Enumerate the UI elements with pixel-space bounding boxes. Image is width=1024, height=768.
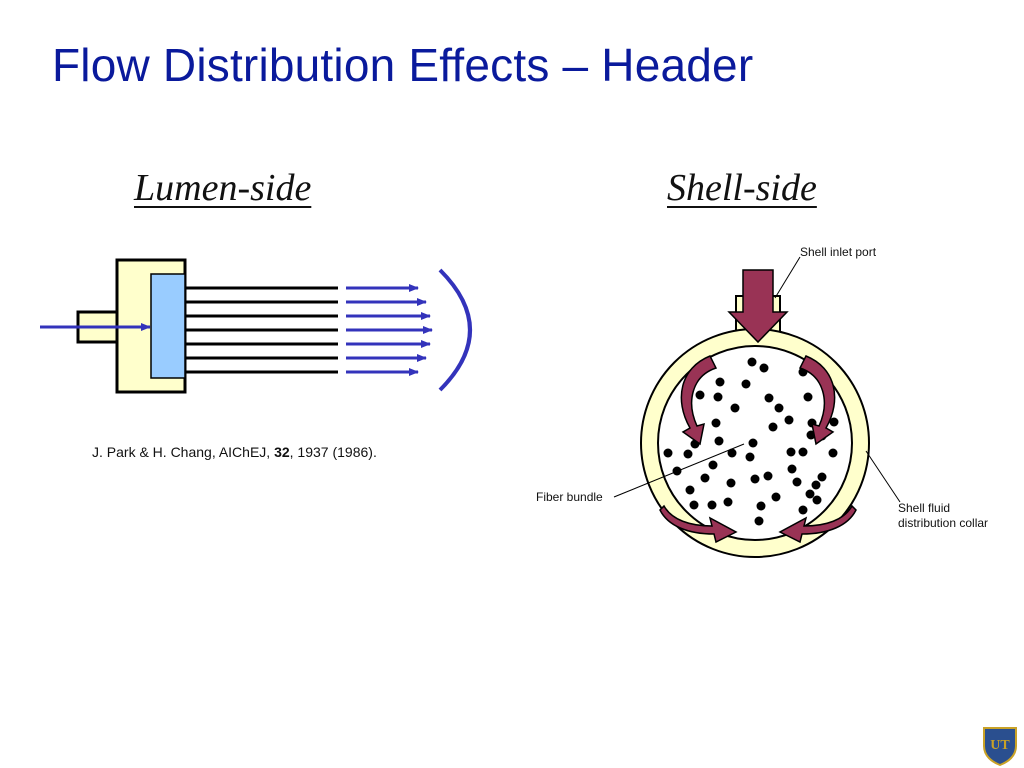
outlet-flow-arrows (346, 284, 433, 376)
university-shield-logo: UT (983, 727, 1017, 766)
collar-label-line2: distribution collar (898, 516, 989, 530)
fiber-dot (689, 500, 699, 510)
tube-sheet-plate (150, 273, 186, 379)
fiber-bundle-label: Fiber bundle (536, 490, 603, 504)
fiber-dot (828, 448, 838, 458)
shell-side-heading: Shell-side (667, 167, 817, 209)
fiber-dot (713, 392, 723, 402)
fiber-dot (750, 474, 760, 484)
collar-label: Shell fluid distribution collar (898, 501, 988, 531)
fiber-dot (756, 501, 766, 511)
citation-prefix: J. Park & H. Chang, AIChEJ, (92, 444, 275, 460)
fiber-dot (792, 477, 802, 487)
fiber-dot (812, 495, 822, 505)
shell-side-diagram (613, 256, 901, 558)
fiber-dot (730, 403, 740, 413)
inlet-leader-line (774, 256, 801, 299)
fiber-dot (768, 422, 778, 432)
fiber-dot (707, 500, 717, 510)
fiber-dot (774, 403, 784, 413)
fiber-dot (798, 447, 808, 457)
fiber-dot (829, 417, 839, 427)
fiber-dot (745, 452, 755, 462)
fiber-dot (748, 438, 758, 448)
fiber-dot (803, 392, 813, 402)
fiber-dot (747, 357, 757, 367)
collar-flow-arrow-upper-right (798, 355, 836, 446)
fiber-dot (787, 464, 797, 474)
shell-inlet-arrow (727, 269, 789, 344)
collar-flow-arrow-upper-left (680, 355, 718, 446)
citation: J. Park & H. Chang, AIChEJ, 32, 1937 (19… (92, 444, 377, 460)
fiber-dot (763, 471, 773, 481)
shell-inlet-port-label: Shell inlet port (800, 245, 877, 259)
fiber-dot (685, 485, 695, 495)
fiber-dot (754, 516, 764, 526)
collar-flow-arrow-lower-right (778, 504, 857, 544)
slide-title: Flow Distribution Effects – Header (52, 39, 754, 91)
logo-text: UT (990, 738, 1010, 753)
fiber-dot (817, 472, 827, 482)
fiber-dot (741, 379, 751, 389)
fiber-dot (811, 480, 821, 490)
fiber-dot (708, 460, 718, 470)
fiber-dot (700, 473, 710, 483)
velocity-profile-curve (438, 268, 472, 392)
collar-label-line1: Shell fluid (898, 501, 951, 515)
fiber-dot (764, 393, 774, 403)
fiber-dot (727, 448, 737, 458)
fiber-dot (759, 363, 769, 373)
fiber-dot (726, 478, 736, 488)
fiber-dot (663, 448, 673, 458)
lumen-side-heading: Lumen-side (134, 167, 312, 209)
fiber-dot (798, 505, 808, 515)
fiber-dot (723, 497, 733, 507)
lumen-side-diagram (40, 258, 472, 394)
fiber-dot (771, 492, 781, 502)
fiber-dot (805, 489, 815, 499)
fiber-lines (186, 286, 338, 374)
fiber-dot (715, 377, 725, 387)
fiber-dot (786, 447, 796, 457)
fiber-leader-line (613, 443, 745, 498)
collar-leader-line (865, 450, 901, 503)
citation-suffix: , 1937 (1986). (289, 444, 377, 460)
fiber-dot (683, 449, 693, 459)
fiber-dot (714, 436, 724, 446)
fiber-dot (711, 418, 721, 428)
fiber-dot (695, 390, 705, 400)
fiber-dot (784, 415, 794, 425)
citation-volume: 32 (274, 444, 290, 460)
collar-flow-arrow-lower-left (659, 504, 738, 544)
